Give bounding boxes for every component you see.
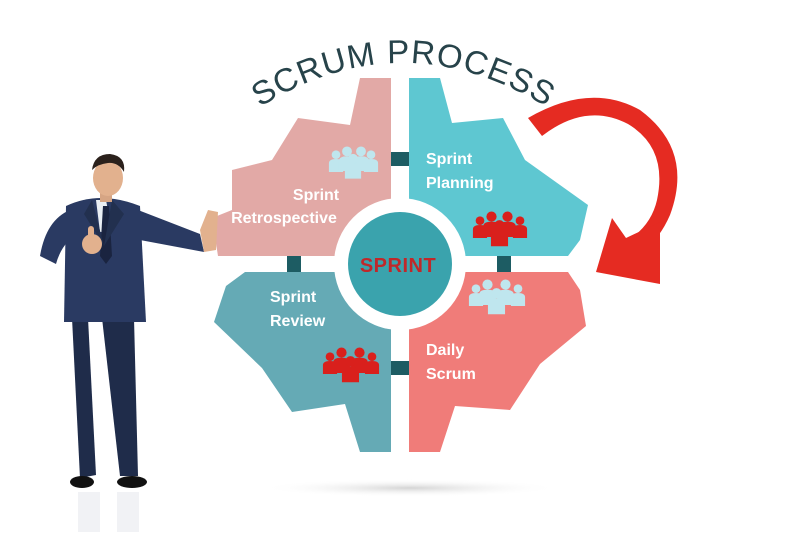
diagram-title: SCRUM PROCESS bbox=[245, 33, 562, 113]
businessman bbox=[40, 154, 218, 532]
label-planning: Sprint Planning bbox=[426, 151, 494, 192]
svg-text:Sprint: Sprint bbox=[426, 151, 473, 168]
svg-text:Scrum: Scrum bbox=[426, 366, 476, 383]
label-retrospective: Sprint Retrospective bbox=[231, 187, 340, 227]
gear-connectors bbox=[287, 152, 511, 375]
gear-hub bbox=[348, 212, 452, 316]
svg-text:Planning: Planning bbox=[426, 175, 494, 192]
svg-text:Sprint: Sprint bbox=[270, 289, 317, 306]
gear-segment-planning bbox=[409, 78, 588, 256]
gear-segment-review bbox=[214, 272, 391, 452]
label-review: Sprint Review bbox=[270, 289, 326, 330]
gear-segment-daily-scrum bbox=[409, 272, 586, 452]
floor-shadow bbox=[260, 479, 560, 497]
label-daily-scrum: Daily Scrum bbox=[426, 342, 476, 383]
cycle-arrow-icon bbox=[528, 97, 678, 284]
svg-text:Review: Review bbox=[270, 313, 326, 330]
gear-segment-retrospective bbox=[212, 78, 391, 256]
svg-text:Retrospective: Retrospective bbox=[231, 210, 337, 227]
svg-text:Sprint: Sprint bbox=[293, 187, 340, 204]
center-label: SPRINT bbox=[360, 255, 436, 277]
svg-text:Daily: Daily bbox=[426, 342, 464, 359]
